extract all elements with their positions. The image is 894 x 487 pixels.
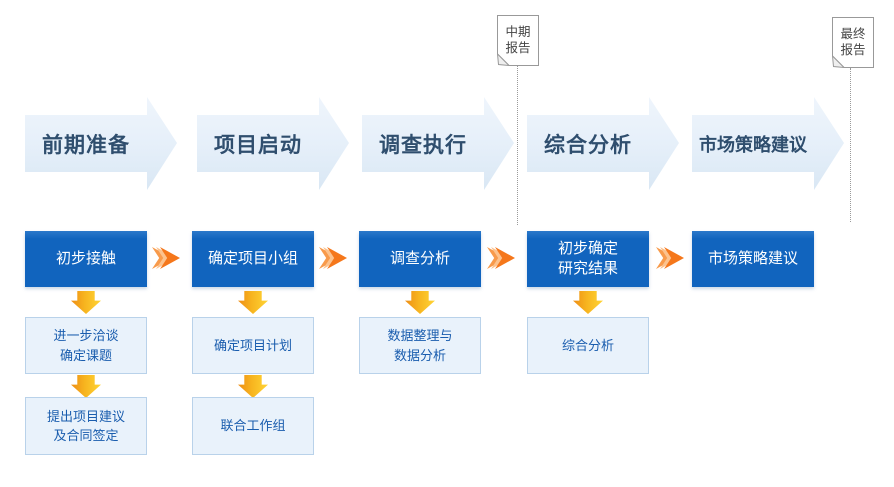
- report-note-label: 最终 报告: [840, 26, 866, 57]
- down-arrow-icon: [238, 375, 268, 398]
- phase-label: 调查执行: [379, 133, 467, 157]
- report-note-midterm: 中期 报告: [497, 15, 539, 66]
- sub-box-comprehensive-analysis: 综合分析: [527, 317, 649, 374]
- sub-box-further-negotiation: 进一步洽谈 确定课题: [25, 317, 147, 374]
- report-note-final: 最终 报告: [832, 17, 874, 68]
- flow-chevron-icon: [656, 247, 684, 269]
- step-box-initial-contact: 初步接触: [25, 231, 147, 287]
- phase-label: 项目启动: [214, 133, 302, 157]
- step-box-survey-analysis: 调查分析: [359, 231, 481, 287]
- phase-arrow-execution: 调查执行: [362, 97, 514, 190]
- step-box-project-team: 确定项目小组: [192, 231, 314, 287]
- phase-label: 前期准备: [42, 133, 130, 157]
- sub-box-data-processing: 数据整理与 数据分析: [359, 317, 481, 374]
- flow-chevron-icon: [487, 247, 515, 269]
- down-arrow-icon: [405, 291, 435, 314]
- sub-box-joint-workgroup: 联合工作组: [192, 397, 314, 455]
- dotted-connector-final: [850, 68, 851, 222]
- step-box-research-results: 初步确定 研究结果: [527, 231, 649, 287]
- down-arrow-icon: [71, 375, 101, 398]
- phase-arrow-strategy: 市场策略建议: [692, 97, 844, 190]
- phase-label: 综合分析: [544, 133, 632, 157]
- document-icon: [832, 17, 874, 68]
- report-note-label: 中期 报告: [505, 24, 531, 55]
- dotted-connector-midterm: [517, 66, 518, 225]
- document-icon: [497, 15, 539, 66]
- down-arrow-icon: [573, 291, 603, 314]
- down-arrow-icon: [238, 291, 268, 314]
- phase-arrow-preparation: 前期准备: [25, 97, 177, 190]
- phase-arrow-kickoff: 项目启动: [197, 97, 349, 190]
- sub-box-proposal-contract: 提出项目建议 及合同签定: [25, 397, 147, 455]
- step-box-market-strategy: 市场策略建议: [692, 231, 814, 287]
- sub-box-project-plan: 确定项目计划: [192, 317, 314, 374]
- phase-arrow-analysis: 综合分析: [527, 97, 679, 190]
- phase-label: 市场策略建议: [699, 134, 807, 155]
- flow-chevron-icon: [152, 247, 180, 269]
- down-arrow-icon: [71, 291, 101, 314]
- flow-chevron-icon: [319, 247, 347, 269]
